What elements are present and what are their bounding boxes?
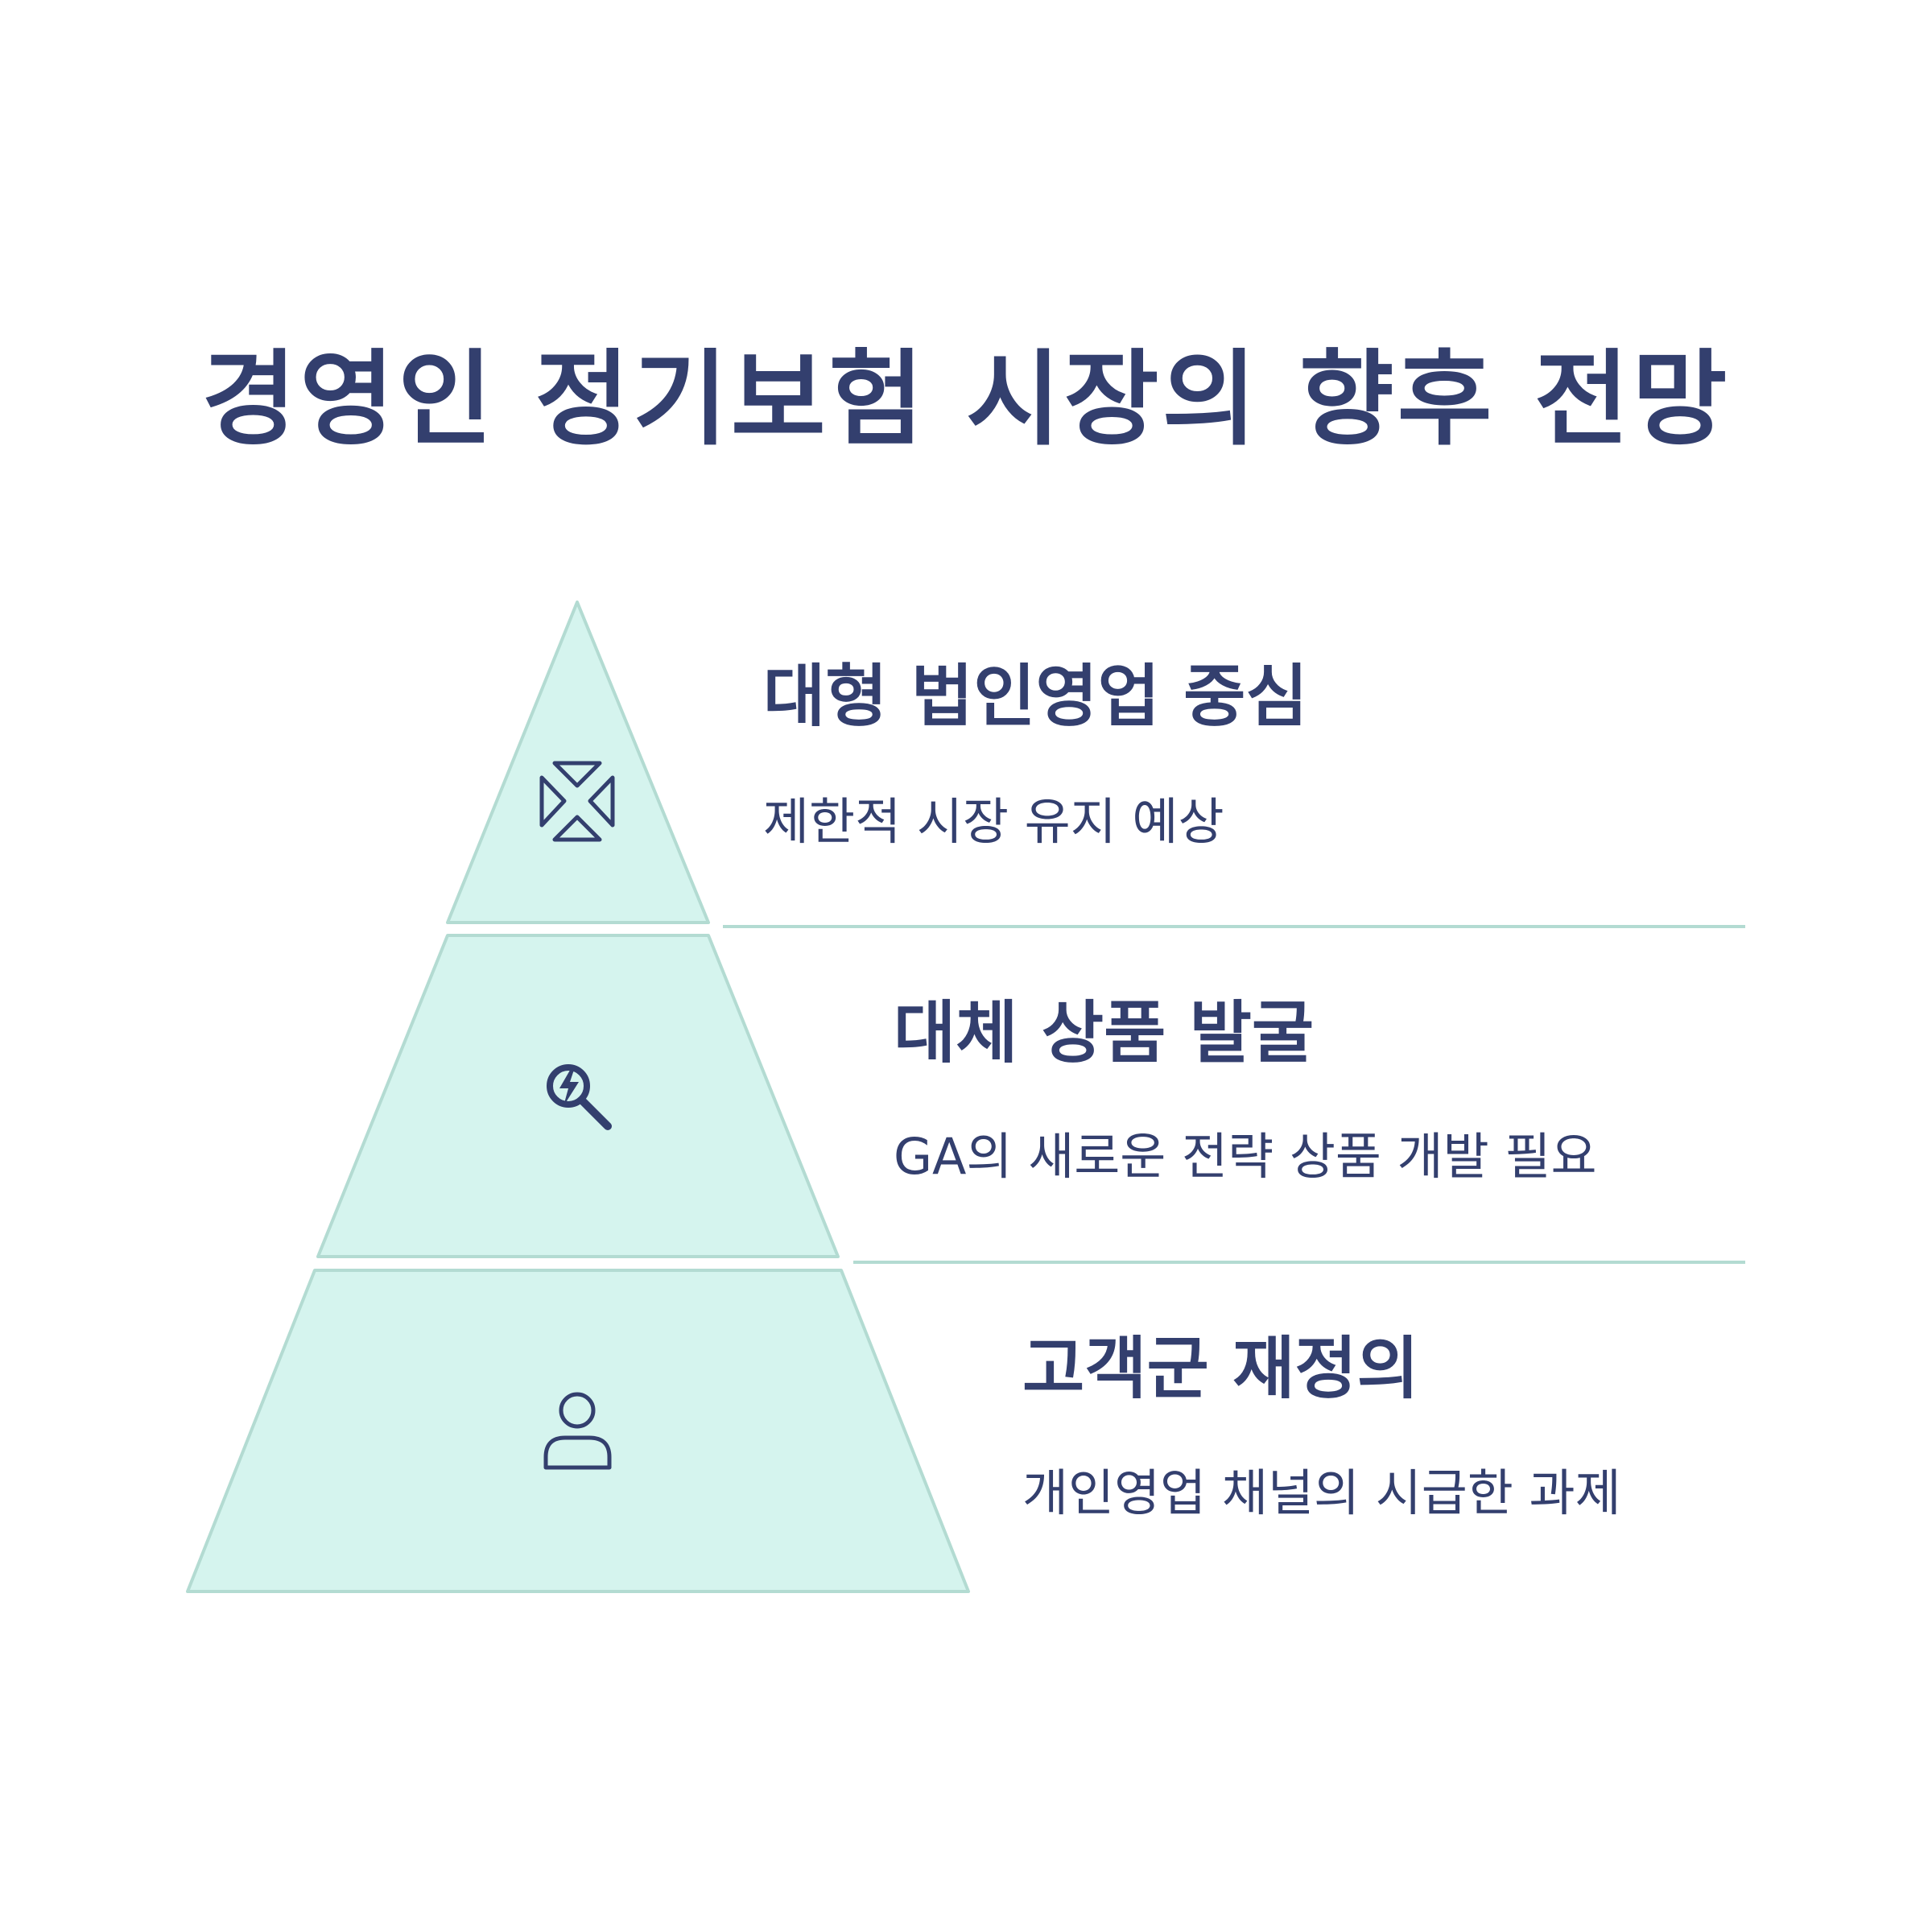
tier-title-1: 대형 법인영업 중심 <box>763 657 1308 736</box>
pyramid-tier-middle <box>316 934 840 1258</box>
tier-description-3: 개인영업 채널의 시급한 과제 <box>1022 1463 1621 1522</box>
tier-title-3: 고객군 재정의 <box>1022 1329 1419 1408</box>
pyramid-tier-bottom <box>186 1269 970 1593</box>
shrink-arrows-icon <box>539 761 615 842</box>
page-title: 경영인 정기보험 시장의 향후 전망 <box>201 340 1731 460</box>
tier-description-2: GA의 새로운 전략 상품 개발 필요 <box>894 1127 1597 1186</box>
magnifier-bolt-icon <box>547 1064 612 1130</box>
tier-description-1: 제한적 시장 유지 예상 <box>763 792 1224 851</box>
person-icon <box>543 1392 612 1470</box>
tier-title-2: 대체 상품 발굴 <box>894 993 1315 1072</box>
